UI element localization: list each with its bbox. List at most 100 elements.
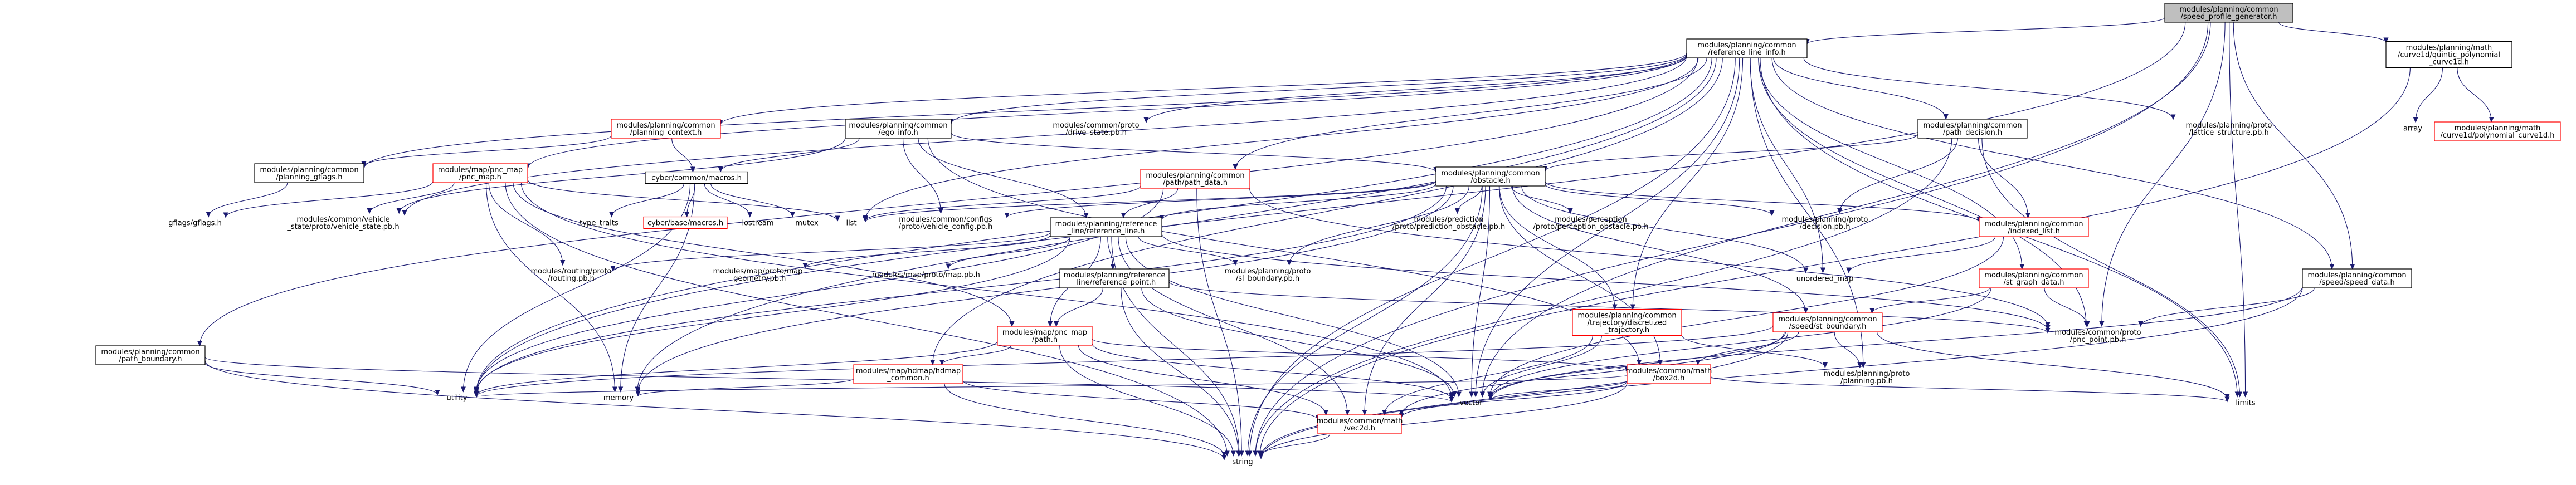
node-label: modules/map/pnc_map bbox=[438, 166, 523, 174]
node-pncmap[interactable]: modules/map/pnc_map/pnc_map.h bbox=[432, 163, 528, 183]
edge-macros-to-utility bbox=[463, 183, 691, 392]
node-label: iostream bbox=[742, 219, 773, 228]
edge-rli-to-pctx bbox=[720, 52, 1687, 125]
node-refpoint[interactable]: modules/planning/reference_line/referenc… bbox=[1059, 268, 1170, 288]
node-gflags: gflags/gflags.h bbox=[168, 219, 222, 228]
node-label: modules/planning/common bbox=[1697, 41, 1796, 50]
edge-pathdec-to-indexed bbox=[1978, 138, 2028, 218]
node-label: /ego_info.h bbox=[878, 129, 918, 137]
node-label: modules/planning/common bbox=[260, 166, 358, 174]
node-pc1d[interactable]: modules/planning/math/curve1d/polynomial… bbox=[2434, 121, 2561, 141]
edge-pncpath-to-vector bbox=[1092, 343, 1452, 399]
node-rli[interactable]: modules/planning/common/reference_line_i… bbox=[1686, 38, 1808, 58]
node-gflagsh[interactable]: modules/planning/common/planning_gflags.… bbox=[254, 163, 364, 183]
node-pncpath[interactable]: modules/map/pnc_map/path.h bbox=[997, 326, 1093, 346]
node-slb: modules/planning/proto/sl_boundary.pb.h bbox=[1225, 267, 1311, 283]
node-cybermacros[interactable]: cyber/base/macros.h bbox=[643, 216, 728, 229]
edge-macros-to-memory bbox=[621, 183, 695, 392]
node-box bbox=[1627, 364, 1711, 384]
node-label: /trajectory/discretized bbox=[1588, 319, 1667, 327]
node-label: modules/common/vehicle bbox=[296, 215, 389, 224]
node-label: _trajectory.h bbox=[1604, 326, 1649, 335]
edge-box2d-to-vec2d bbox=[1401, 380, 1628, 418]
edge-pctx-to-gflagsh bbox=[364, 135, 612, 166]
node-label: mutex bbox=[795, 219, 819, 228]
node-mutex: mutex bbox=[795, 219, 819, 228]
edge-obstacle-to-vector bbox=[1472, 185, 1491, 397]
node-label: modules/map/pnc_map bbox=[1002, 329, 1087, 337]
node-stgraph[interactable]: modules/planning/common/st_graph_data.h bbox=[1979, 268, 2089, 288]
node-label: modules/planning/math bbox=[2406, 44, 2492, 52]
node-box bbox=[643, 216, 728, 229]
edge-pathdata-to-pncpt bbox=[1249, 188, 2048, 327]
edge-pathdec-to-string bbox=[1255, 138, 1952, 456]
edge-obstacle-to-vec2d bbox=[1365, 185, 1486, 415]
node-label: utility bbox=[447, 394, 468, 403]
node-label: /path/path_data.h bbox=[1163, 179, 1228, 187]
edge-rli-to-pathdec bbox=[1773, 57, 1946, 119]
node-vec2d[interactable]: modules/common/math/vec2d.h bbox=[1317, 414, 1403, 434]
edge-qpc-to-array bbox=[2416, 67, 2443, 123]
node-pathdata[interactable]: modules/planning/common/path/path_data.h bbox=[1140, 169, 1250, 189]
edge-rli-to-gflagsh bbox=[364, 53, 1687, 168]
node-pathdec[interactable]: modules/planning/common/path_decision.h bbox=[1917, 119, 2028, 139]
node-ego[interactable]: modules/planning/common/ego_info.h bbox=[845, 119, 952, 139]
node-box2d[interactable]: modules/common/math/box2d.h bbox=[1626, 364, 1712, 384]
node-label: /vec2d.h bbox=[1344, 424, 1375, 433]
edge-rli-to-drive bbox=[1146, 56, 1687, 123]
edge-root-to-rli bbox=[1807, 17, 2165, 45]
node-macros[interactable]: cyber/common/macros.h bbox=[645, 171, 748, 184]
node-lattice: modules/planning/proto/lattice_structure… bbox=[2186, 121, 2272, 137]
edge-pncmap-to-list bbox=[527, 179, 837, 221]
node-predobs: modules/prediction/proto/prediction_obst… bbox=[1392, 215, 1506, 231]
edge-pathdata-to-list bbox=[865, 185, 1141, 221]
node-pathb[interactable]: modules/planning/common/path_boundary.h bbox=[95, 345, 206, 365]
edge-root-to-string bbox=[1255, 22, 2209, 456]
edge-ego-to-macros bbox=[720, 138, 860, 172]
edge-pncpath-to-vec2d bbox=[1078, 345, 1326, 415]
node-label: /box2d.h bbox=[1653, 374, 1685, 383]
node-box bbox=[254, 163, 364, 183]
node-refline[interactable]: modules/planning/reference_line/referenc… bbox=[1050, 217, 1162, 237]
edge-gflagsh-to-gflags bbox=[208, 182, 288, 217]
node-label: /speed/speed_data.h bbox=[2319, 278, 2394, 287]
edge-stb-to-string bbox=[1261, 331, 1789, 457]
node-label: modules/common/proto bbox=[2054, 329, 2141, 337]
edge-refline-to-mappb bbox=[948, 236, 1070, 269]
edge-obstacle-to-list bbox=[865, 180, 1436, 222]
node-label: /proto/prediction_obstacle.pb.h bbox=[1392, 223, 1506, 231]
edge-box2d-to-vector bbox=[1491, 380, 1628, 400]
edge-stb-to-planpb bbox=[1834, 331, 1860, 368]
edge-indexed-to-umap bbox=[1849, 236, 1996, 273]
node-umap: unordered_map bbox=[1796, 275, 1854, 283]
edge-root-to-utility bbox=[476, 22, 2186, 393]
edge-box2d-to-utility bbox=[476, 374, 1628, 397]
edge-pncpath-to-hdmap bbox=[942, 345, 1012, 365]
node-box bbox=[611, 119, 721, 139]
edge-pncmap-to-vector bbox=[520, 182, 1452, 398]
edge-refline-to-utility bbox=[476, 236, 1070, 393]
node-pncpt: modules/common/proto/pnc_point.pb.h bbox=[2054, 329, 2141, 344]
edge-refline-to-slb bbox=[1138, 236, 1235, 265]
node-label: unordered_map bbox=[1796, 275, 1854, 283]
node-label: modules/planning/common bbox=[1778, 315, 1877, 324]
edge-obstacle-to-slb bbox=[1289, 185, 1469, 265]
node-label: modules/planning/common bbox=[1984, 220, 2083, 228]
edge-pathdata-to-string bbox=[1196, 188, 1241, 456]
node-vstate: modules/common/vehicle_state/proto/vehic… bbox=[286, 215, 399, 231]
node-qpc[interactable]: modules/planning/math/curve1d/quintic_po… bbox=[2385, 41, 2512, 68]
node-stb[interactable]: modules/planning/common/speed/st_boundar… bbox=[1772, 312, 1883, 332]
node-box bbox=[1317, 414, 1402, 434]
node-label: modules/common/configs bbox=[899, 215, 992, 224]
node-box bbox=[1686, 38, 1808, 58]
node-traj[interactable]: modules/planning/common/trajectory/discr… bbox=[1572, 308, 1682, 336]
node-hdmap[interactable]: modules/map/hdmap/hdmap_common.h bbox=[853, 364, 963, 384]
node-obstacle[interactable]: modules/planning/common/obstacle.h bbox=[1435, 166, 1546, 187]
edge-rli-to-pathdata bbox=[1235, 57, 1707, 169]
node-speeddata[interactable]: modules/planning/common/speed/speed_data… bbox=[2302, 268, 2412, 288]
edge-obstacle-to-traj bbox=[1499, 185, 1615, 310]
node-root[interactable]: modules/planning/common/speed_profile_ge… bbox=[2164, 3, 2293, 23]
edge-macros-to-mutex bbox=[710, 183, 793, 217]
node-indexed[interactable]: modules/planning/common/indexed_list.h bbox=[1979, 217, 2089, 237]
node-pctx[interactable]: modules/planning/common/planning_context… bbox=[611, 119, 721, 139]
